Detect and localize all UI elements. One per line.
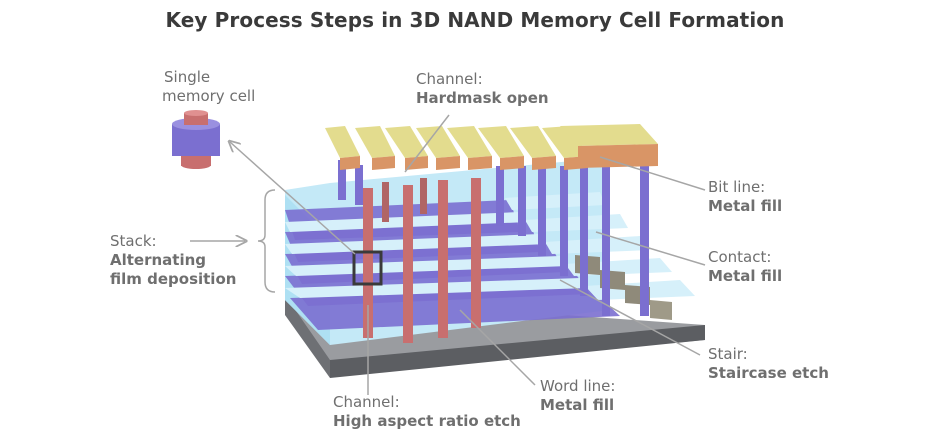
label-contact-line1: Contact: bbox=[708, 248, 772, 266]
label-word-line-line1: Word line: bbox=[540, 377, 616, 395]
label-stair-line1: Stair: bbox=[708, 345, 748, 363]
label-contact-line2: Metal fill bbox=[708, 267, 783, 285]
label-channel-top-line2: Hardmask open bbox=[416, 89, 549, 107]
label-stair-line2: Staircase etch bbox=[708, 364, 829, 382]
label-stack-line3: film deposition bbox=[110, 270, 237, 288]
label-stack-line2: Alternating bbox=[110, 251, 207, 269]
label-bit-line-line1: Bit line: bbox=[708, 178, 766, 196]
label-channel-top: Channel: Hardmask open bbox=[416, 70, 549, 108]
label-stack-line1: Stack: bbox=[110, 232, 157, 250]
contacts bbox=[338, 160, 649, 316]
label-single-cell-line2: memory cell bbox=[162, 87, 256, 105]
label-stair: Stair: Staircase etch bbox=[708, 345, 829, 383]
label-stack: Stack: Alternating film deposition bbox=[110, 232, 236, 289]
cell-highlight-box bbox=[352, 250, 383, 286]
label-bit-line: Bit line: Metal fill bbox=[708, 178, 782, 216]
single-memory-cell-icon bbox=[172, 110, 220, 169]
label-channel-bottom-line2: High aspect ratio etch bbox=[333, 412, 521, 430]
label-channel-top-line1: Channel: bbox=[416, 70, 483, 88]
label-contact: Contact: Metal fill bbox=[708, 248, 782, 286]
label-bit-line-line2: Metal fill bbox=[708, 197, 783, 215]
label-single-cell-line1: Single bbox=[164, 68, 211, 86]
channels bbox=[363, 178, 481, 343]
label-channel-bottom-line1: Channel: bbox=[333, 393, 400, 411]
label-word-line: Word line: Metal fill bbox=[540, 377, 615, 415]
diagram-title: Key Process Steps in 3D NAND Memory Cell… bbox=[165, 8, 785, 32]
label-single-cell: Single memory cell bbox=[162, 68, 255, 106]
label-word-line-line2: Metal fill bbox=[540, 396, 615, 414]
label-channel-bottom: Channel: High aspect ratio etch bbox=[333, 393, 521, 431]
leader-lines bbox=[190, 114, 706, 395]
bit-lines bbox=[325, 124, 658, 170]
film-stack bbox=[285, 158, 695, 345]
